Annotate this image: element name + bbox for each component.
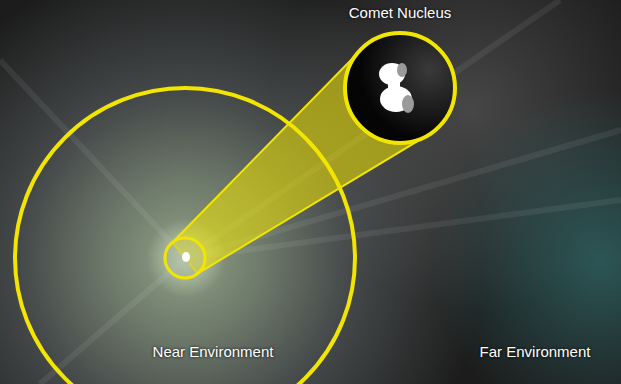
circle-outline: [13, 86, 357, 384]
region-label: Near Environment: [153, 343, 274, 361]
near-environment-circle: Near Environment: [13, 86, 357, 384]
circle-ring: [15, 88, 355, 384]
circle-ring: [345, 33, 455, 143]
circle-outline: [340, 0, 460, 148]
region-label: Far Environment: [480, 343, 591, 361]
magnified-circle: Comet Nucleus: [340, 0, 460, 148]
region-label: Comet Nucleus: [349, 4, 452, 22]
